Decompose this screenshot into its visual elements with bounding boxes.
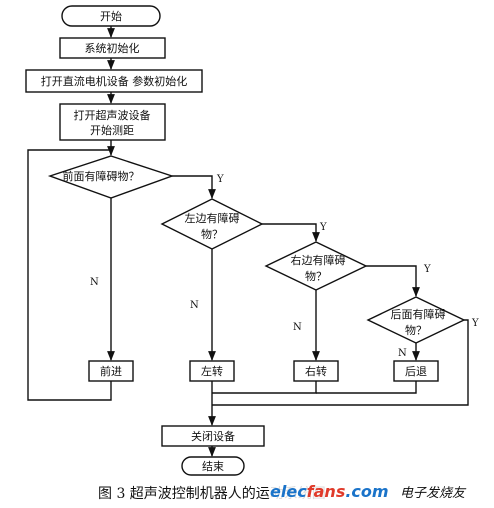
forward-action: 前进 (88, 360, 134, 382)
left-obstacle-decision: 左边有障碍 物？ (160, 198, 264, 250)
turn-right-action: 右转 (293, 360, 339, 382)
start-node: 开始 (61, 5, 161, 27)
edge-back-yes (212, 319, 469, 406)
watermark-site: elecfans.com (270, 482, 389, 501)
start-label: 开始 (100, 9, 122, 23)
end-label: 结束 (202, 460, 224, 473)
front-yes-label: Y (216, 174, 224, 185)
turn-left-label: 左转 (201, 364, 223, 378)
back-no-label: N (398, 348, 407, 359)
back-obstacle-label-line2: 物？ (405, 323, 427, 337)
watermark-name: 电子发烧友 (400, 486, 467, 501)
edge-front-yes (172, 175, 216, 199)
left-obstacle-label-line2: 物？ (201, 227, 223, 241)
system-init-label: 系统初始化 (85, 41, 140, 55)
front-no-label: N (90, 277, 99, 288)
forward-label: 前进 (100, 364, 122, 378)
motor-init-label: 打开直流电机设备 参数初始化 (41, 74, 188, 88)
right-obstacle-decision: 右边有障碍 物？ (264, 241, 368, 291)
right-obstacle-label-line2: 物？ (305, 269, 327, 283)
turn-left-action: 左转 (189, 360, 235, 382)
right-obstacle-label-line1: 右边有障碍 (291, 253, 346, 267)
reverse-label: 后退 (405, 365, 427, 378)
close-devices-label: 关闭设备 (191, 429, 235, 443)
edge-forward-loop (27, 149, 112, 401)
front-obstacle-label: 前面有障碍物？ (63, 169, 140, 183)
edge-reverse-merge (316, 381, 417, 394)
ultrasonic-label-line1: 打开超声波设备 (74, 108, 151, 122)
edge-left-yes (262, 223, 320, 242)
turn-right-label: 右转 (305, 364, 327, 378)
back-obstacle-decision: 后面有障碍 物？ (366, 296, 466, 344)
right-yes-label: Y (423, 264, 431, 275)
reverse-action: 后退 (393, 360, 439, 382)
edge-turn-right-merge (212, 381, 317, 394)
ultrasonic-init-node: 打开超声波设备 开始测距 (59, 103, 166, 141)
left-yes-label: Y (319, 222, 327, 233)
motor-init-node: 打开直流电机设备 参数初始化 (25, 69, 203, 93)
figure-caption: 图 3 超声波控制机器人的运动系统图 (98, 486, 326, 502)
end-node: 结束 (181, 456, 245, 476)
elecfans-watermark: elecfans.com 电子发烧友 (270, 476, 467, 504)
left-no-label: N (190, 300, 199, 311)
right-no-label: N (293, 322, 302, 333)
left-obstacle-label-line1: 左边有障碍 (185, 211, 240, 225)
back-yes-label: Y (471, 318, 479, 329)
back-obstacle-label-line1: 后面有障碍 (391, 307, 446, 321)
system-init-node: 系统初始化 (59, 37, 166, 59)
front-obstacle-decision: 前面有障碍物？ (47, 155, 175, 199)
ultrasonic-label-line2: 开始测距 (90, 123, 134, 137)
edge-right-yes (366, 265, 420, 297)
close-devices-node: 关闭设备 (161, 425, 265, 447)
